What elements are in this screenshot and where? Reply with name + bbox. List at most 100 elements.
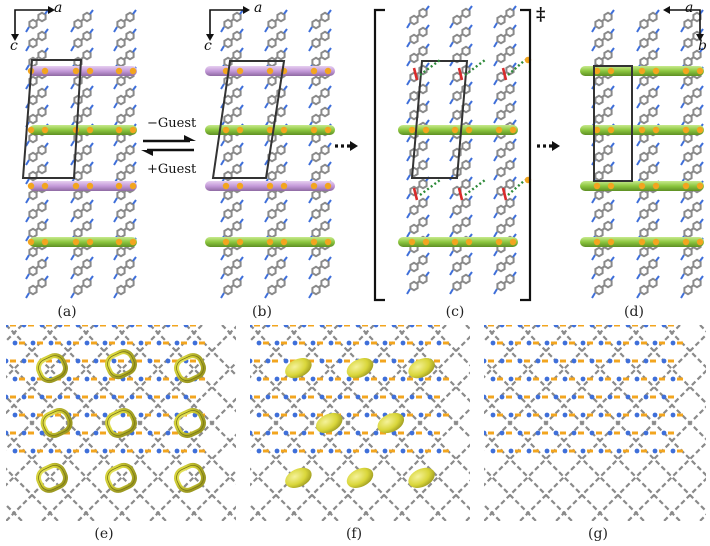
nitrogen-atom xyxy=(138,448,144,454)
metal-node xyxy=(190,395,196,399)
nitrogen-atom xyxy=(436,412,442,418)
metal-node xyxy=(28,325,34,327)
nitrogen-atom xyxy=(111,325,117,328)
metal-node xyxy=(10,359,16,363)
left-bracket xyxy=(373,8,385,302)
metal-node xyxy=(509,126,517,134)
metal-node xyxy=(127,449,133,453)
nitrogen-atom xyxy=(66,340,72,346)
metal-node xyxy=(677,341,683,345)
axis-label-c-panel-a: c xyxy=(10,38,18,54)
nitrogen-atom xyxy=(670,412,676,418)
metal-node xyxy=(451,126,459,134)
metal-node xyxy=(308,431,314,435)
metal-node xyxy=(299,449,305,453)
metal-node xyxy=(136,395,142,399)
metal-node xyxy=(408,238,416,246)
nitrogen-atom xyxy=(156,448,162,454)
metal-node xyxy=(310,126,318,134)
nitrogen-atom xyxy=(30,448,36,454)
linker-strand xyxy=(646,325,710,521)
nitrogen-atom xyxy=(535,430,541,436)
metal-node xyxy=(145,449,151,453)
nitrogen-atom xyxy=(589,394,595,400)
metal-node xyxy=(551,341,557,345)
metal-node xyxy=(308,359,314,363)
metal-node xyxy=(326,395,332,399)
guest-molecule xyxy=(377,412,405,434)
nitrogen-atom xyxy=(256,376,262,382)
nitrogen-atom xyxy=(337,325,343,328)
nitrogen-atom xyxy=(517,325,523,328)
metal-node xyxy=(37,341,43,345)
axis-label-a-panel-a: a xyxy=(54,0,63,16)
nitrogen-atom xyxy=(129,394,135,400)
metal-node xyxy=(145,341,151,345)
metal-node xyxy=(73,341,79,345)
metal-node xyxy=(641,341,647,345)
nitrogen-atom xyxy=(580,340,586,346)
nitrogen-atom xyxy=(174,340,180,346)
nitrogen-atom xyxy=(39,430,45,436)
metal-node xyxy=(659,449,665,453)
nitrogen-atom xyxy=(283,394,289,400)
guest-channel-edge xyxy=(176,410,204,436)
nitrogen-atom xyxy=(57,325,63,328)
metal-node xyxy=(696,238,704,246)
nitrogen-atom xyxy=(382,376,388,382)
panel-label-d: (d) xyxy=(624,304,644,320)
metal-node xyxy=(281,377,287,381)
nitrogen-atom xyxy=(598,412,604,418)
nitrogen-atom xyxy=(21,325,27,328)
nitrogen-atom xyxy=(571,430,577,436)
metal-node xyxy=(181,449,187,453)
linker-strand xyxy=(250,325,411,487)
nitrogen-atom xyxy=(562,376,568,382)
metal-node xyxy=(86,126,94,134)
nitrogen-atom xyxy=(625,394,631,400)
metal-node xyxy=(335,341,341,345)
metal-node xyxy=(398,359,404,363)
dashed-arrow-c-to-d xyxy=(537,141,560,151)
metal-node xyxy=(199,341,205,345)
nitrogen-atom xyxy=(156,376,162,382)
metal-node xyxy=(86,238,94,246)
metal-node xyxy=(422,238,430,246)
nitrogen-atom xyxy=(147,325,153,328)
nitrogen-atom xyxy=(364,448,370,454)
nitrogen-atom xyxy=(598,340,604,346)
metal-node xyxy=(172,395,178,399)
nitrogen-atom xyxy=(484,394,487,400)
axis-arrow-panel-d xyxy=(663,6,704,41)
metal-node xyxy=(172,359,178,363)
nitrogen-atom xyxy=(580,376,586,382)
metal-node xyxy=(524,325,530,327)
metal-node xyxy=(668,431,674,435)
oh-bond xyxy=(501,187,508,201)
nitrogen-atom xyxy=(418,448,424,454)
nitrogen-atom xyxy=(544,448,550,454)
metal-node xyxy=(677,413,683,417)
linker-strand xyxy=(250,325,375,451)
metal-node xyxy=(389,377,395,381)
nitrogen-atom xyxy=(373,325,379,328)
metal-node xyxy=(266,238,274,246)
linker-strand xyxy=(699,513,706,521)
metal-node xyxy=(100,395,106,399)
metal-node xyxy=(266,67,274,75)
nitrogen-atom xyxy=(400,376,406,382)
nitrogen-atom xyxy=(292,340,298,346)
nitrogen-atom xyxy=(625,325,631,328)
metal-node xyxy=(91,449,97,453)
nitrogen-atom xyxy=(138,376,144,382)
nitrogen-atom xyxy=(310,412,316,418)
panel-label-g: (g) xyxy=(588,526,608,542)
linker-strand xyxy=(330,325,526,521)
nitrogen-atom xyxy=(250,358,253,364)
metal-node xyxy=(668,325,674,327)
nitrogen-atom xyxy=(589,325,595,328)
metal-node xyxy=(353,377,359,381)
linker-strand xyxy=(484,325,609,451)
metal-node xyxy=(154,359,160,363)
metal-node xyxy=(115,67,123,75)
